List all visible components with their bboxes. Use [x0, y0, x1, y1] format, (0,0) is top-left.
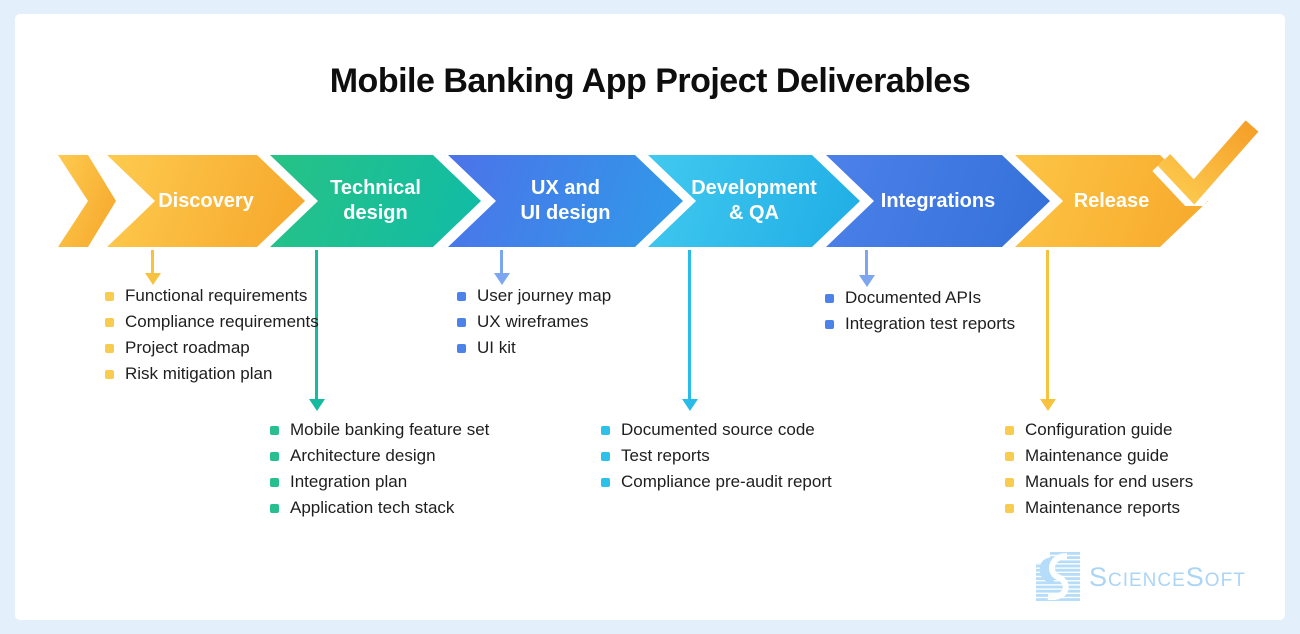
list-item: Test reports [601, 443, 832, 469]
bullet-square-icon [105, 343, 114, 353]
list-item: Manuals for end users [1005, 469, 1193, 495]
bullet-square-icon [1005, 477, 1014, 487]
list-item-label: Integration test reports [845, 314, 1016, 333]
list-item-label: User journey map [477, 286, 612, 305]
arrow-down-icon [494, 273, 510, 285]
bullet-square-icon [105, 317, 114, 327]
stage-label: Release [1073, 189, 1150, 212]
list-item: Maintenance guide [1005, 443, 1193, 469]
list-item: Maintenance reports [1005, 495, 1193, 521]
stage-label: UX and [531, 177, 600, 199]
bullet-square-icon [270, 477, 279, 487]
bullet-square-icon [457, 317, 466, 327]
list-item-label: Integration plan [290, 472, 408, 491]
arrow-down-icon [1040, 399, 1056, 411]
list-item-label: Documented APIs [845, 288, 982, 307]
connector-line-release [1046, 250, 1049, 400]
list-item-label: Risk mitigation plan [125, 364, 273, 383]
stage-label: Discovery [158, 189, 254, 212]
list-item: UX wireframes [457, 309, 611, 335]
arrow-down-icon [145, 273, 161, 285]
bullet-square-icon [270, 425, 279, 435]
list-item-label: UX wireframes [477, 312, 589, 331]
list-item: Compliance requirements [105, 309, 319, 335]
list-item-label: UI kit [477, 338, 516, 357]
sciencesoft-logo-text: ScienceSoft [1089, 561, 1246, 592]
stage-label: Technical [330, 177, 421, 199]
page-title: Mobile Banking App Project Deliverables [329, 62, 971, 100]
list-item: Integration plan [270, 469, 489, 495]
stage-label-line2: design [343, 202, 408, 224]
list-item-label: Documented source code [621, 420, 815, 439]
list-item: UI kit [457, 335, 611, 361]
list-item: Project roadmap [105, 335, 319, 361]
bullet-square-icon [825, 293, 834, 303]
sciencesoft-s-logo-icon [1036, 552, 1080, 601]
list-item: Integration test reports [825, 311, 1015, 337]
list-item-label: Functional requirements [125, 286, 308, 305]
list-item: Compliance pre-audit report [601, 469, 832, 495]
stage-label: Development [691, 177, 817, 199]
bullet-square-icon [825, 319, 834, 329]
list-item-label: Configuration guide [1025, 420, 1173, 439]
connector-line-integrations [865, 250, 868, 276]
list-item-label: Project roadmap [125, 338, 250, 357]
sciencesoft-logo: ScienceSoft [1036, 552, 1246, 602]
connector-line-technical-design [315, 250, 318, 400]
list-item-label: Architecture design [290, 446, 436, 465]
list-item-label: Maintenance guide [1025, 446, 1169, 465]
list-item-label: Compliance pre-audit report [621, 472, 832, 491]
stage-label-line2: UI design [520, 202, 611, 224]
bullet-square-icon [270, 503, 279, 513]
list-item: Mobile banking feature set [270, 417, 489, 443]
list-item: Configuration guide [1005, 417, 1193, 443]
bullet-square-icon [1005, 451, 1014, 461]
list-item: Documented source code [601, 417, 832, 443]
bullet-square-icon [1005, 425, 1014, 435]
arrow-down-icon [859, 275, 875, 287]
check-icon [1152, 115, 1265, 206]
bullet-square-icon [601, 425, 610, 435]
list-item-label: Test reports [621, 446, 710, 465]
bullet-square-icon [105, 291, 114, 301]
stage-label-line2: & QA [729, 202, 779, 224]
stage-label: Integrations [880, 189, 996, 212]
bullet-square-icon [601, 477, 610, 487]
list-item: Application tech stack [270, 495, 489, 521]
bullet-square-icon [601, 451, 610, 461]
connector-line-development-qa [688, 250, 691, 400]
infographic-card [15, 14, 1285, 620]
bullet-square-icon [1005, 503, 1014, 513]
bullet-square-icon [457, 343, 466, 353]
bullet-square-icon [105, 369, 114, 379]
list-item-label: Mobile banking feature set [290, 420, 490, 439]
list-item: Functional requirements [105, 283, 319, 309]
list-item: User journey map [457, 283, 611, 309]
list-item: Architecture design [270, 443, 489, 469]
bullet-square-icon [457, 291, 466, 301]
list-item-label: Maintenance reports [1025, 498, 1180, 517]
connector-line-ux-ui-design [500, 250, 503, 274]
deliverables-list-ux-ui-design: User journey map UX wireframes UI kit [457, 283, 611, 361]
list-item: Risk mitigation plan [105, 361, 319, 387]
arrow-down-icon [309, 399, 325, 411]
arrow-down-icon [682, 399, 698, 411]
list-item-label: Manuals for end users [1025, 472, 1194, 491]
list-item: Documented APIs [825, 285, 1015, 311]
bullet-square-icon [270, 451, 279, 461]
list-item-label: Compliance requirements [125, 312, 319, 331]
list-item-label: Application tech stack [290, 498, 455, 517]
connector-line-discovery [151, 250, 154, 274]
